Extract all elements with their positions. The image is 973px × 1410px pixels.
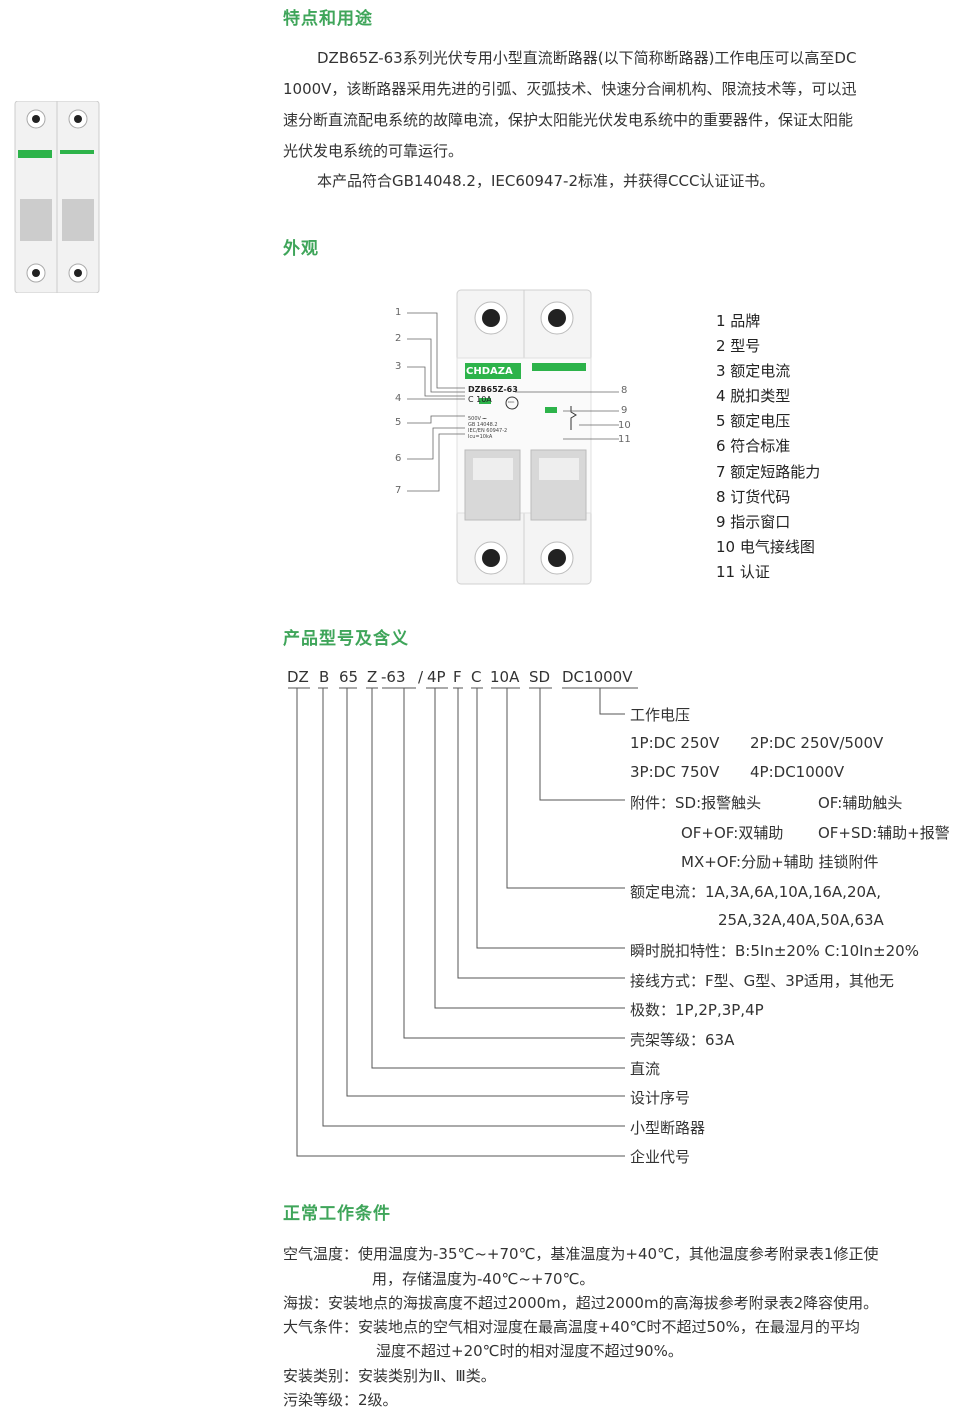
callout-4: 4 [395,393,402,404]
meaning-poles: 极数：1P,2P,3P,4P [630,1001,764,1019]
legend-item: 1 品牌 [716,312,761,330]
cond-atmosphere-cont: 湿度不超过+20℃时的相对湿度不超过90%。 [376,1342,683,1360]
meaning-current-2: 25A,32A,40A,50A,63A [718,911,884,929]
meaning-dc: 直流 [630,1060,661,1078]
heading-working-conditions: 正常工作条件 [283,1204,391,1224]
meaning-accessory-mxof: MX+OF:分励+辅助 挂锁附件 [681,853,879,871]
legend-item: 5 额定电压 [716,412,791,431]
legend-item: 4 脱扣类型 [716,387,791,406]
legend-item: 11 认证 [716,562,770,581]
model-part-slash: / [418,668,424,686]
callout-10: 10 [618,420,631,431]
model-part-c: C [471,668,482,686]
model-part-f: F [453,668,462,686]
cond-air-temp-cont: 用，存储温度为-40℃~+70℃。 [372,1270,595,1288]
meaning-design: 设计序号 [630,1089,691,1107]
meaning-voltage-2p: 2P:DC 250V/500V [750,734,884,752]
callout-5: 5 [395,417,402,428]
meaning-voltage-1p: 1P:DC 250V [630,734,720,752]
callout-2: 2 [395,333,402,344]
heading-model-meaning: 产品型号及含义 [283,629,409,649]
meaning-accessory-of: OF:辅助触头 [818,794,903,812]
legend-item: 10 电气接线图 [716,537,815,556]
model-part-dz: DZ [287,668,309,686]
device-brand-label: CHDAZA [466,366,513,377]
standards-line: 本产品符合GB14048.2，IEC60947-2标准，并获得CCC认证证书。 [317,172,775,190]
meaning-company: 企业代号 [630,1148,691,1166]
meaning-mcb: 小型断路器 [630,1119,706,1137]
features-line-3: 速分断直流配电系统的故障电流，保护太阳能光伏发电系统中的重要器件，保证太阳能 [283,111,854,129]
model-bracket-lines [288,687,638,1157]
meaning-trip: 瞬时脱扣特性：B:5In±20% C:10In±20% [630,942,919,960]
cond-altitude: 海拔：安装地点的海拔高度不超过2000m，超过2000m的高海拔参考附录表2降容… [283,1294,879,1312]
heading-appearance: 外观 [283,239,319,259]
meaning-current-1: 额定电流：1A,3A,6A,10A,16A,20A, [630,883,882,901]
legend-item: 6 符合标准 [716,437,791,456]
features-line-4: 光伏发电系统的可靠运行。 [283,142,464,160]
meaning-voltage-3p: 3P:DC 750V [630,763,720,781]
model-part-sd: SD [529,668,551,686]
model-part-4p: 4P [427,668,446,686]
features-line-1: DZB65Z-63系列光伏专用小型直流断路器(以下简称断路器)工作电压可以高至D… [317,49,857,67]
callout-11: 11 [618,434,631,445]
cond-atmosphere: 大气条件：安装地点的空气相对湿度在最高温度+40℃时不超过50%，在最湿月的平均 [283,1318,860,1336]
meaning-wiring: 接线方式：F型、G型、3P适用，其他无 [630,972,894,990]
meaning-frame: 壳架等级：63A [630,1031,735,1049]
callout-8: 8 [621,385,628,396]
legend-item: 2 型号 [716,337,761,356]
device-model-label: DZB65Z-63 [468,385,518,394]
callout-3: 3 [395,361,402,372]
product-thumbnail-image [14,100,100,294]
device-spec-text: 500V ⎓ GB 14048.2 IEC/EN 60947-2 Icu=10k… [468,416,508,440]
ccc-mark-text: CCC [508,400,515,404]
device-rating-label: C 10A [468,395,492,404]
callout-1: 1 [395,307,402,318]
features-line-2: 1000V，该断路器采用先进的引弧、灭弧技术、快速分合闸机构、限流技术等，可以迅 [283,80,857,98]
model-part-65: 65 [339,668,359,686]
legend-item: 7 额定短路能力 [716,462,821,481]
model-part-dc1000v: DC1000V [562,668,633,686]
model-part-63: -63 [381,668,406,686]
callout-9: 9 [621,405,628,416]
cond-install: 安装类别：安装类别为Ⅱ、Ⅲ类。 [283,1367,496,1385]
meaning-voltage: 工作电压 [630,706,691,724]
callout-6: 6 [395,453,402,464]
model-part-z: Z [367,668,378,686]
model-part-b: B [319,668,330,686]
device-diagram: CHDAZA DZB65Z-63 C 10A 500V ⎓ GB 14048.2… [395,288,635,588]
legend-item: 8 订货代码 [716,487,791,506]
model-part-10a: 10A [490,668,520,686]
legend-item: 9 指示窗口 [716,512,791,531]
callout-7: 7 [395,485,402,496]
heading-features: 特点和用途 [283,9,373,29]
meaning-accessory-sd: 附件：SD:报警触头 [630,794,762,812]
appearance-legend: 1 品牌 2 型号 3 额定电流 4 脱扣类型 5 额定电压 6 符合标准 7 … [716,309,820,585]
meaning-accessory-ofsd: OF+SD:辅助+报警 [818,824,950,842]
legend-item: 3 额定电流 [716,362,791,381]
meaning-voltage-4p: 4P:DC1000V [750,763,845,781]
cond-air-temp: 空气温度：使用温度为-35℃~+70℃，基准温度为+40℃，其他温度参考附录表1… [283,1245,879,1263]
cond-pollution: 污染等级：2级。 [283,1391,398,1409]
meaning-accessory-ofof: OF+OF:双辅助 [681,824,784,842]
